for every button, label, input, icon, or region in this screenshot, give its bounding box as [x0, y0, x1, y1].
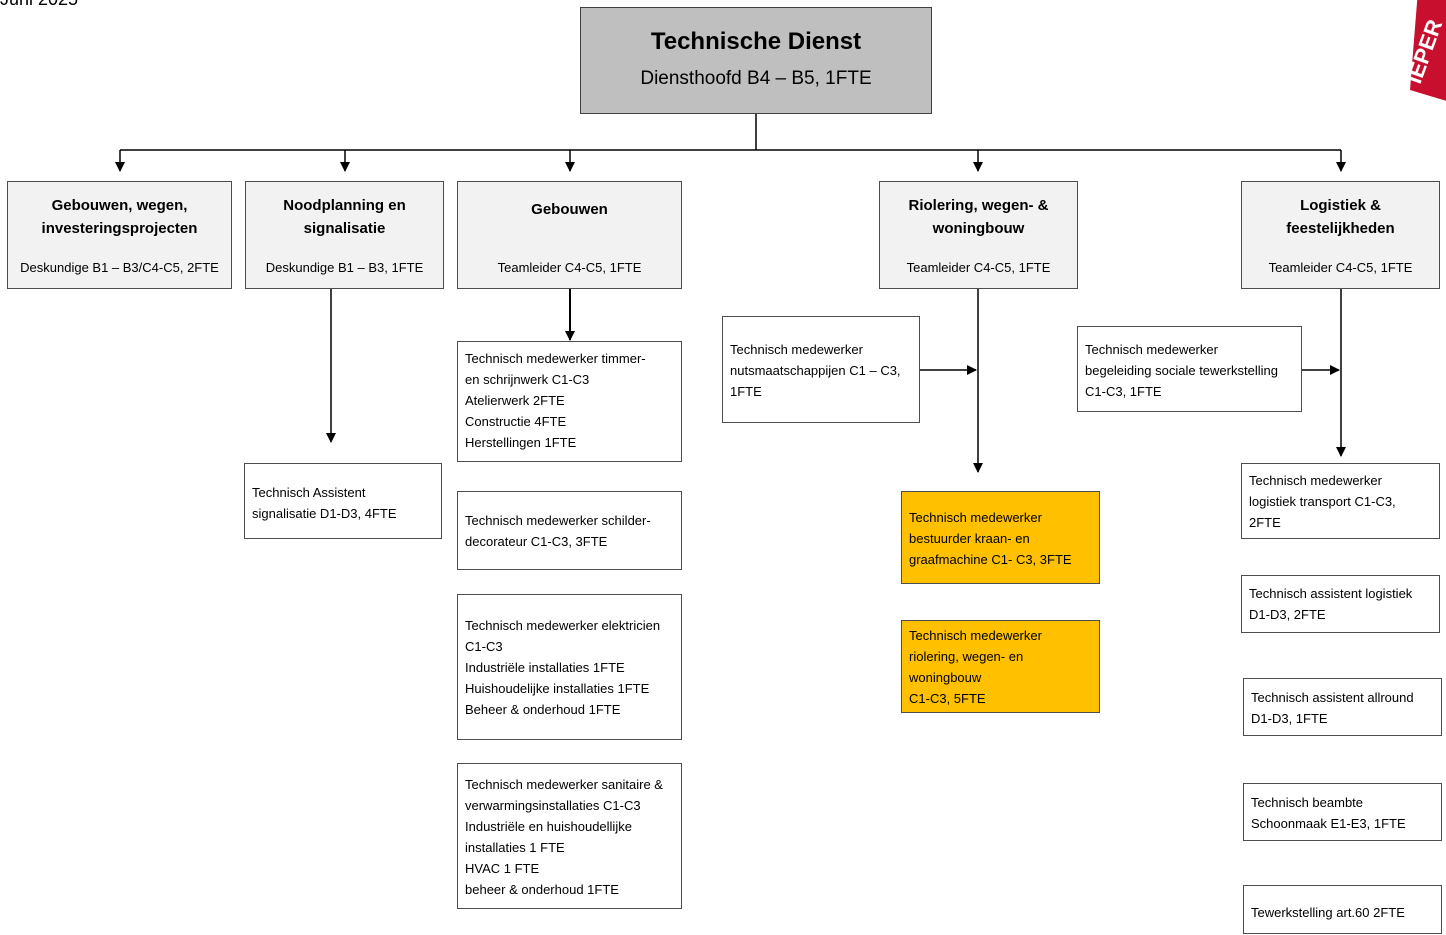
header-subtitle: Teamleider C4-C5, 1FTE — [1268, 260, 1413, 275]
unit-timmer-schrijnwerk: Technisch medewerker timmer- en schrijnw… — [457, 341, 682, 462]
date-label: Juni 2025 — [0, 0, 78, 10]
department-title: Technische Dienst — [650, 28, 862, 55]
unit-sanitair-verwarming: Technisch medewerker sanitaire & verwarm… — [457, 763, 682, 909]
unit-logistiek-transport: Technisch medewerker logistiek transport… — [1241, 463, 1440, 539]
header-logistiek: Logistiek & feestelijkheden Teamleider C… — [1241, 181, 1440, 289]
unit-tewerkstelling: Tewerkstelling art.60 2FTE — [1243, 885, 1442, 934]
unit-riolering-medewerker: Technisch medewerker riolering, wegen- e… — [901, 620, 1100, 713]
header-noodplanning: Noodplanning en signalisatie Deskundige … — [245, 181, 444, 289]
header-title: Gebouwen, wegen, investeringsprojecten — [41, 197, 198, 237]
unit-signalisatie-assistent: Technisch Assistent signalisatie D1-D3, … — [244, 463, 442, 539]
header-subtitle: Teamleider C4-C5, 1FTE — [497, 260, 642, 275]
header-subtitle: Teamleider C4-C5, 1FTE — [906, 260, 1051, 275]
header-subtitle: Deskundige B1 – B3, 1FTE — [265, 260, 424, 275]
header-subtitle: Deskundige B1 – B3/C4-C5, 2FTE — [20, 260, 219, 275]
header-title: Gebouwen — [531, 201, 608, 218]
unit-kraan-graafmachine: Technisch medewerker bestuurder kraan- e… — [901, 491, 1100, 584]
header-title: Noodplanning en signalisatie — [283, 197, 406, 237]
unit-assistent-logistiek: Technisch assistent logistiek D1-D3, 2FT… — [1241, 575, 1440, 633]
header-title: Logistiek & feestelijkheden — [1286, 197, 1395, 237]
unit-sociale-tewerkstelling: Technisch medewerker begeleiding sociale… — [1077, 326, 1302, 412]
header-riolering: Riolering, wegen- & woningbouw Teamleide… — [879, 181, 1078, 289]
department-head-box: Technische Dienst Diensthoofd B4 – B5, 1… — [580, 7, 932, 114]
unit-elektricien: Technisch medewerker elektricien C1-C3 I… — [457, 594, 682, 740]
department-subtitle: Diensthoofd B4 – B5, 1FTE — [640, 68, 872, 89]
unit-schilder-decorateur: Technisch medewerker schilder- decorateu… — [457, 491, 682, 570]
unit-assistent-allround: Technisch assistent allround D1-D3, 1FTE — [1243, 678, 1442, 736]
city-logo: IEPER — [1401, 0, 1446, 101]
header-gebouwen: Gebouwen Teamleider C4-C5, 1FTE — [457, 181, 682, 289]
unit-schoonmaak: Technisch beambte Schoonmaak E1-E3, 1FTE — [1243, 783, 1442, 841]
header-title: Riolering, wegen- & woningbouw — [908, 197, 1049, 237]
unit-nutsmaatschappijen: Technisch medewerker nutsmaatschappijen … — [722, 316, 920, 423]
header-gebouwen-wegen: Gebouwen, wegen, investeringsprojecten D… — [7, 181, 232, 289]
